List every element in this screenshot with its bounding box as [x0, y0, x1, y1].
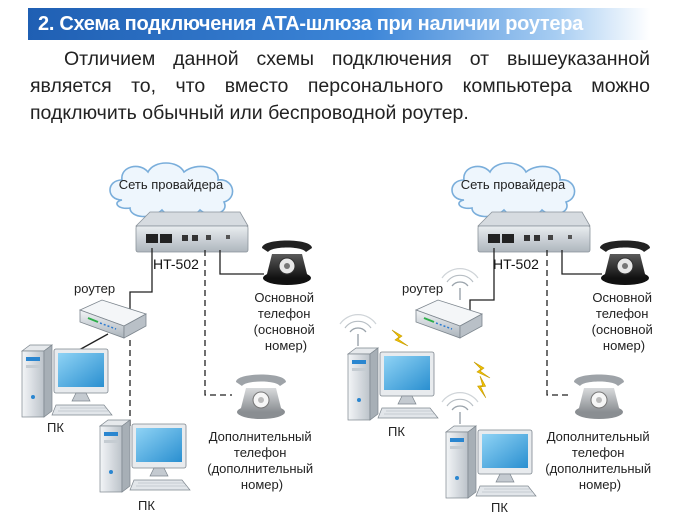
diagram-left: Сеть провайдера HT-502 роутер Основной т…	[21, 162, 319, 513]
ata-gateway-right	[477, 211, 591, 253]
pc1-label-right: ПК	[388, 424, 405, 439]
pc2-right	[441, 391, 537, 499]
lightning-2-icon	[473, 361, 491, 379]
pc2-label-right: ПК	[491, 500, 508, 515]
cable-main-phone-right	[561, 250, 602, 275]
intro-paragraph: Отличием данной схемы подключения от выш…	[30, 46, 650, 127]
cloud-label-left: Сеть провайдера	[119, 177, 224, 192]
main-phone-right	[599, 240, 651, 286]
pc1-left	[21, 344, 113, 418]
extra-phone-left	[235, 374, 287, 420]
extra-phone-right	[573, 374, 625, 420]
cable-extra-phone-right	[546, 250, 572, 396]
pc1-right	[339, 313, 439, 421]
cable-extra-phone-left	[204, 250, 232, 396]
main-phone-left	[261, 240, 313, 286]
ata-gateway-left	[135, 211, 249, 253]
section-title-bar	[28, 8, 650, 40]
pc2-label-left: ПК	[138, 498, 155, 513]
gateway-label-right: HT-502	[493, 256, 539, 272]
intro-text: Отличием данной схемы подключения от выш…	[30, 48, 650, 124]
gateway-label-left: HT-502	[153, 256, 199, 272]
extra-phone-label-left: Дополнительный телефон (дополнительный н…	[207, 429, 317, 492]
lightning-1-icon	[391, 329, 409, 347]
router-label-left: роутер	[74, 281, 115, 296]
main-phone-label-right: Основной телефон (основной номер)	[592, 290, 657, 353]
pc1-label-left: ПК	[47, 420, 64, 435]
router-label-right: роутер	[402, 281, 443, 296]
cable-main-phone-left	[219, 250, 264, 275]
cable-gateway-router-right	[469, 248, 495, 318]
cloud-label-right: Сеть провайдера	[461, 177, 566, 192]
router-left	[79, 299, 147, 339]
pc2-left	[99, 419, 191, 493]
main-phone-label-left: Основной телефон (основной номер)	[254, 290, 319, 353]
lightning-3-icon	[471, 375, 495, 399]
provider-cloud-right: Сеть провайдера	[451, 162, 576, 219]
section-title: 2. Схема подключения АТА-шлюза при налич…	[38, 13, 583, 35]
diagram-right: Сеть провайдера HT-502 роутер Основной т…	[339, 162, 657, 515]
router-right	[415, 267, 483, 339]
provider-cloud-left: Сеть провайдера	[109, 162, 234, 219]
extra-phone-label-right: Дополнительный телефон (дополнительный н…	[545, 429, 655, 492]
